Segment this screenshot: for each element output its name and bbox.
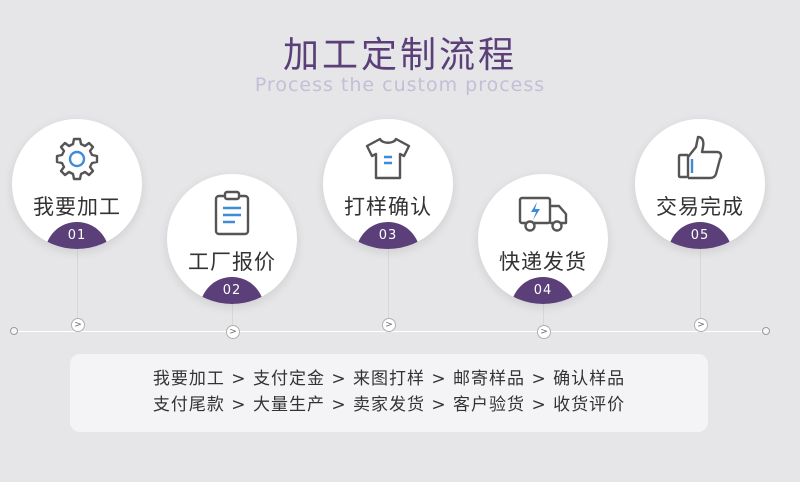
process-summary: 我要加工 > 支付定金 > 来图打样 > 邮寄样品 > 确认样品 支付尾款 > …	[70, 354, 708, 432]
timeline-end-dot	[762, 327, 770, 335]
step-label: 我要加工	[33, 195, 121, 219]
summary-line-1: 我要加工 > 支付定金 > 来图打样 > 邮寄样品 > 确认样品	[152, 369, 626, 389]
clipboard-icon	[214, 190, 250, 236]
step-number-badge: 01	[45, 222, 109, 249]
step-number-badge: 03	[356, 222, 420, 249]
timeline-start-dot	[10, 327, 18, 335]
step-label: 打样确认	[344, 195, 432, 219]
step-label: 交易完成	[656, 195, 744, 219]
step-card-1: 我要加工 01	[12, 119, 142, 249]
step-number-badge: 05	[668, 222, 732, 249]
summary-line-2: 支付尾款 > 大量生产 > 卖家发货 > 客户验货 > 收货评价	[152, 395, 626, 415]
step-card-2: 工厂报价 02	[167, 174, 297, 304]
timeline-marker: >	[537, 325, 551, 339]
step-number-badge: 02	[200, 277, 264, 304]
timeline-marker: >	[226, 325, 240, 339]
timeline-marker: >	[694, 318, 708, 332]
step-label: 快递发货	[499, 250, 587, 274]
gear-icon	[55, 137, 99, 181]
step-label: 工厂报价	[188, 250, 276, 274]
step-5-connector	[700, 250, 701, 318]
thumbs-up-icon	[677, 135, 723, 180]
step-card-3: 打样确认 03	[323, 119, 453, 249]
step-4-connector	[543, 304, 544, 326]
tshirt-icon	[365, 137, 411, 180]
step-3-connector	[388, 250, 389, 318]
page-title: 加工定制流程	[282, 35, 517, 76]
timeline-marker: >	[71, 318, 85, 332]
step-number-badge: 04	[511, 277, 575, 304]
step-card-5: 交易完成 05	[635, 119, 765, 249]
page-subtitle: Process the custom process	[254, 74, 546, 96]
step-card-4: 快递发货 04	[478, 174, 608, 304]
step-2-connector	[232, 304, 233, 326]
truck-icon	[518, 196, 568, 232]
step-1-connector	[77, 250, 78, 318]
timeline-marker: >	[382, 318, 396, 332]
